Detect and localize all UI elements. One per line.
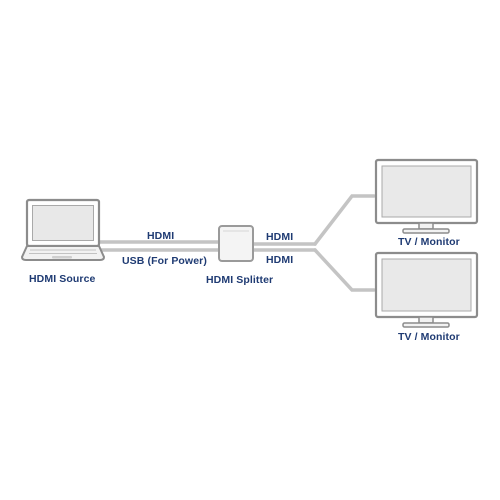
usb-power-label: USB (For Power) [122, 255, 207, 267]
hdmi-output-label-top: HDMI [266, 231, 293, 243]
hdmi-splitter-label: HDMI Splitter [206, 274, 273, 286]
monitor-icon-top [374, 158, 479, 234]
laptop-icon [20, 198, 106, 261]
hdmi-source-label: HDMI Source [29, 273, 96, 285]
monitor-icon-bottom [374, 251, 479, 328]
cables [98, 194, 376, 292]
branch-to-bottom-monitor [313, 248, 376, 292]
hdmi-input-label: HDMI [147, 230, 174, 242]
hdmi-splitter-box [218, 225, 254, 262]
hdmi-output-label-bottom: HDMI [266, 254, 293, 266]
branch-to-top-monitor [313, 194, 376, 246]
tv-monitor-label-top: TV / Monitor [398, 236, 460, 248]
tv-monitor-label-bottom: TV / Monitor [398, 331, 460, 343]
